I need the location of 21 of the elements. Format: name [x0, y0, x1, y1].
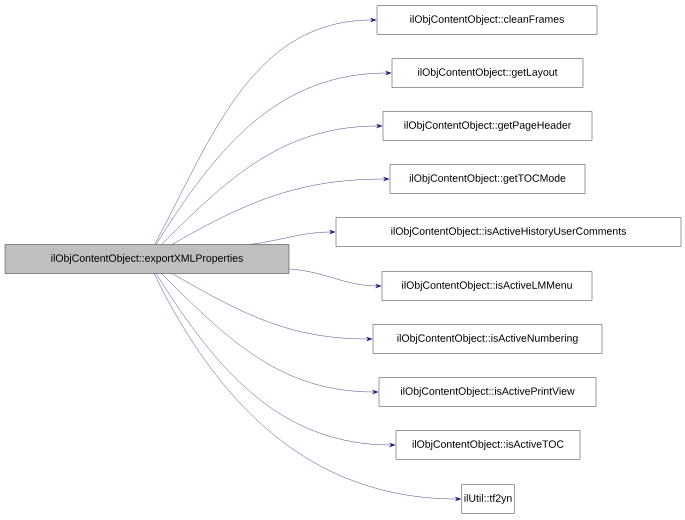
function-box: ilObjContentObject::isActivePrintView	[378, 377, 596, 407]
function-box: ilObjContentObject::getTOCMode	[390, 164, 586, 194]
function-box: ilObjContentObject::isActiveHistoryUserComments	[336, 217, 682, 247]
function-box: ilObjContentObject::getLayout	[392, 58, 584, 88]
arrow	[154, 274, 462, 502]
arrow	[156, 274, 396, 448]
arrow	[161, 274, 378, 394]
function-box: ilObjContentObject::isActiveTOC	[396, 430, 580, 460]
function-box: ilObjContentObject::getPageHeader	[382, 111, 592, 141]
arrow	[172, 274, 372, 342]
arrow	[172, 176, 390, 244]
function-box: ilObjContentObject::isActiveLMMenu	[382, 271, 592, 301]
arrow	[161, 124, 382, 244]
arrow	[156, 70, 392, 244]
arrow	[251, 230, 336, 244]
arrow	[289, 268, 382, 288]
arrow	[154, 18, 376, 244]
function-box: ilObjContentObject::isActiveNumbering	[372, 324, 602, 354]
function-box: ilObjContentObject::exportXMLProperties	[4, 244, 290, 274]
function-box: ilObjContentObject::cleanFrames	[376, 5, 598, 35]
function-box: ilUtil::tf2yn	[462, 484, 514, 514]
